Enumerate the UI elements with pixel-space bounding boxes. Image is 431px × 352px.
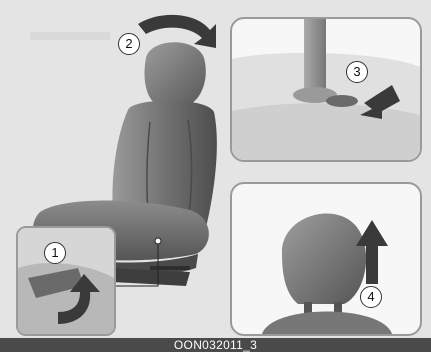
lever-detail — [18, 228, 114, 334]
step-1-label: 1 — [44, 242, 66, 264]
release-button-inset: 3 — [230, 17, 422, 162]
lever-inset: 1 — [16, 226, 116, 336]
step-4-label: 4 — [360, 286, 382, 308]
figure-caption: OON032011_3 — [0, 338, 431, 352]
step-2-label: 2 — [118, 33, 140, 55]
head-restraint-detail — [232, 184, 420, 334]
illustration-stage: 2 3 — [0, 0, 431, 338]
headrest-shape — [144, 42, 205, 104]
release-button-detail — [232, 19, 420, 160]
head-restraint-lift-inset: 4 — [230, 182, 422, 336]
step-3-label: 3 — [346, 61, 368, 83]
